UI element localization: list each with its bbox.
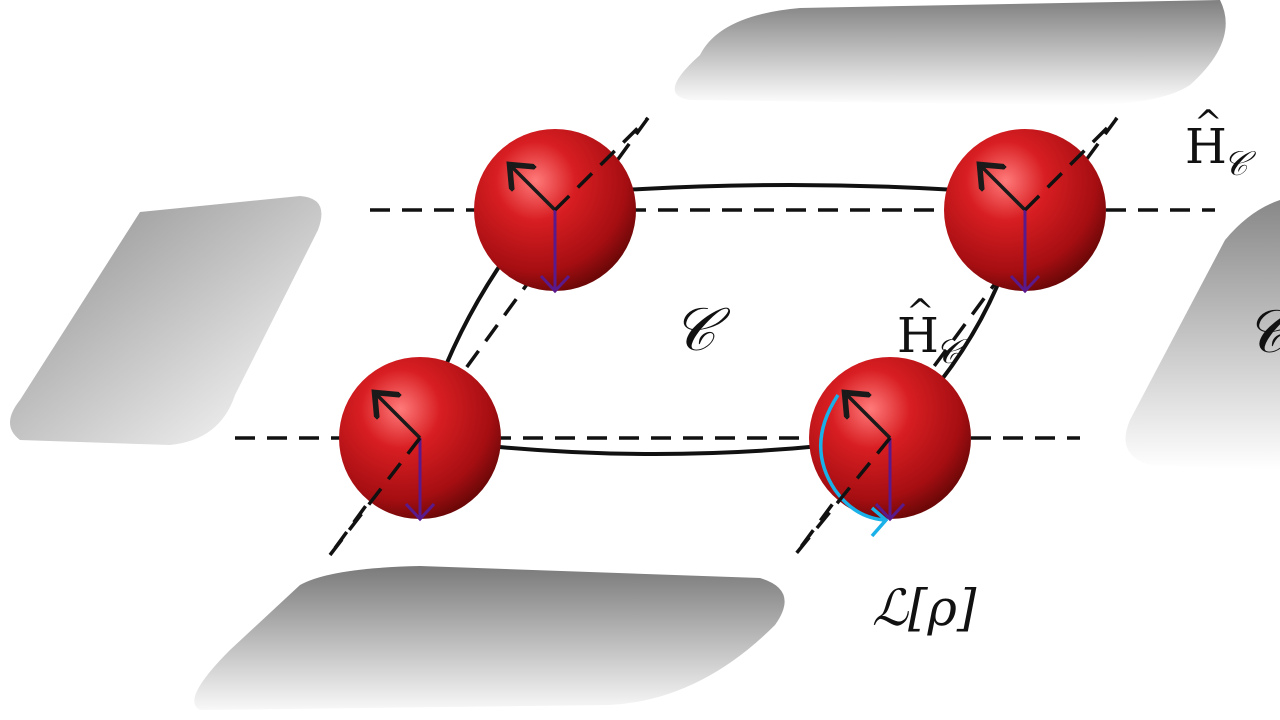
hamiltonian-label-inner: H ^ 𝒞	[897, 292, 969, 372]
background-cluster-right	[1125, 200, 1280, 470]
spin-arrow-icon	[982, 167, 1027, 212]
lindblad-label: ℒ[ρ]	[872, 579, 977, 637]
circular-arrow-icon	[818, 394, 886, 522]
hat-accent: ^	[906, 292, 935, 332]
hamiltonian-label-outer: H ^ 𝒞	[1185, 103, 1257, 184]
hat-accent: ^	[1194, 103, 1223, 143]
circular-arrowhead-icon	[870, 506, 889, 538]
cluster-label-right: 𝒞	[1245, 297, 1280, 367]
dashed-overlay	[328, 116, 1119, 557]
hamiltonian-subscript: 𝒞	[1223, 144, 1257, 184]
background-cluster-left	[10, 196, 322, 445]
down-arrowhead-icon	[1009, 274, 1041, 294]
site-bottom-right	[809, 357, 971, 538]
down-arrowhead-icon	[539, 274, 571, 294]
down-arrowhead-icon	[874, 502, 906, 522]
spin-arrow-icon	[377, 395, 422, 440]
hamiltonian-symbol: H	[1185, 119, 1227, 175]
spin-arrow-icon	[847, 395, 892, 440]
spin-arrow-icon	[512, 167, 557, 212]
hamiltonian-symbol: H	[897, 308, 939, 364]
down-arrowhead-icon	[404, 502, 436, 522]
hamiltonian-subscript: 𝒞	[935, 332, 969, 372]
cluster-label-center: 𝒞	[672, 295, 731, 365]
background-cluster-bottom	[194, 566, 785, 710]
background-cluster-top	[674, 0, 1226, 105]
